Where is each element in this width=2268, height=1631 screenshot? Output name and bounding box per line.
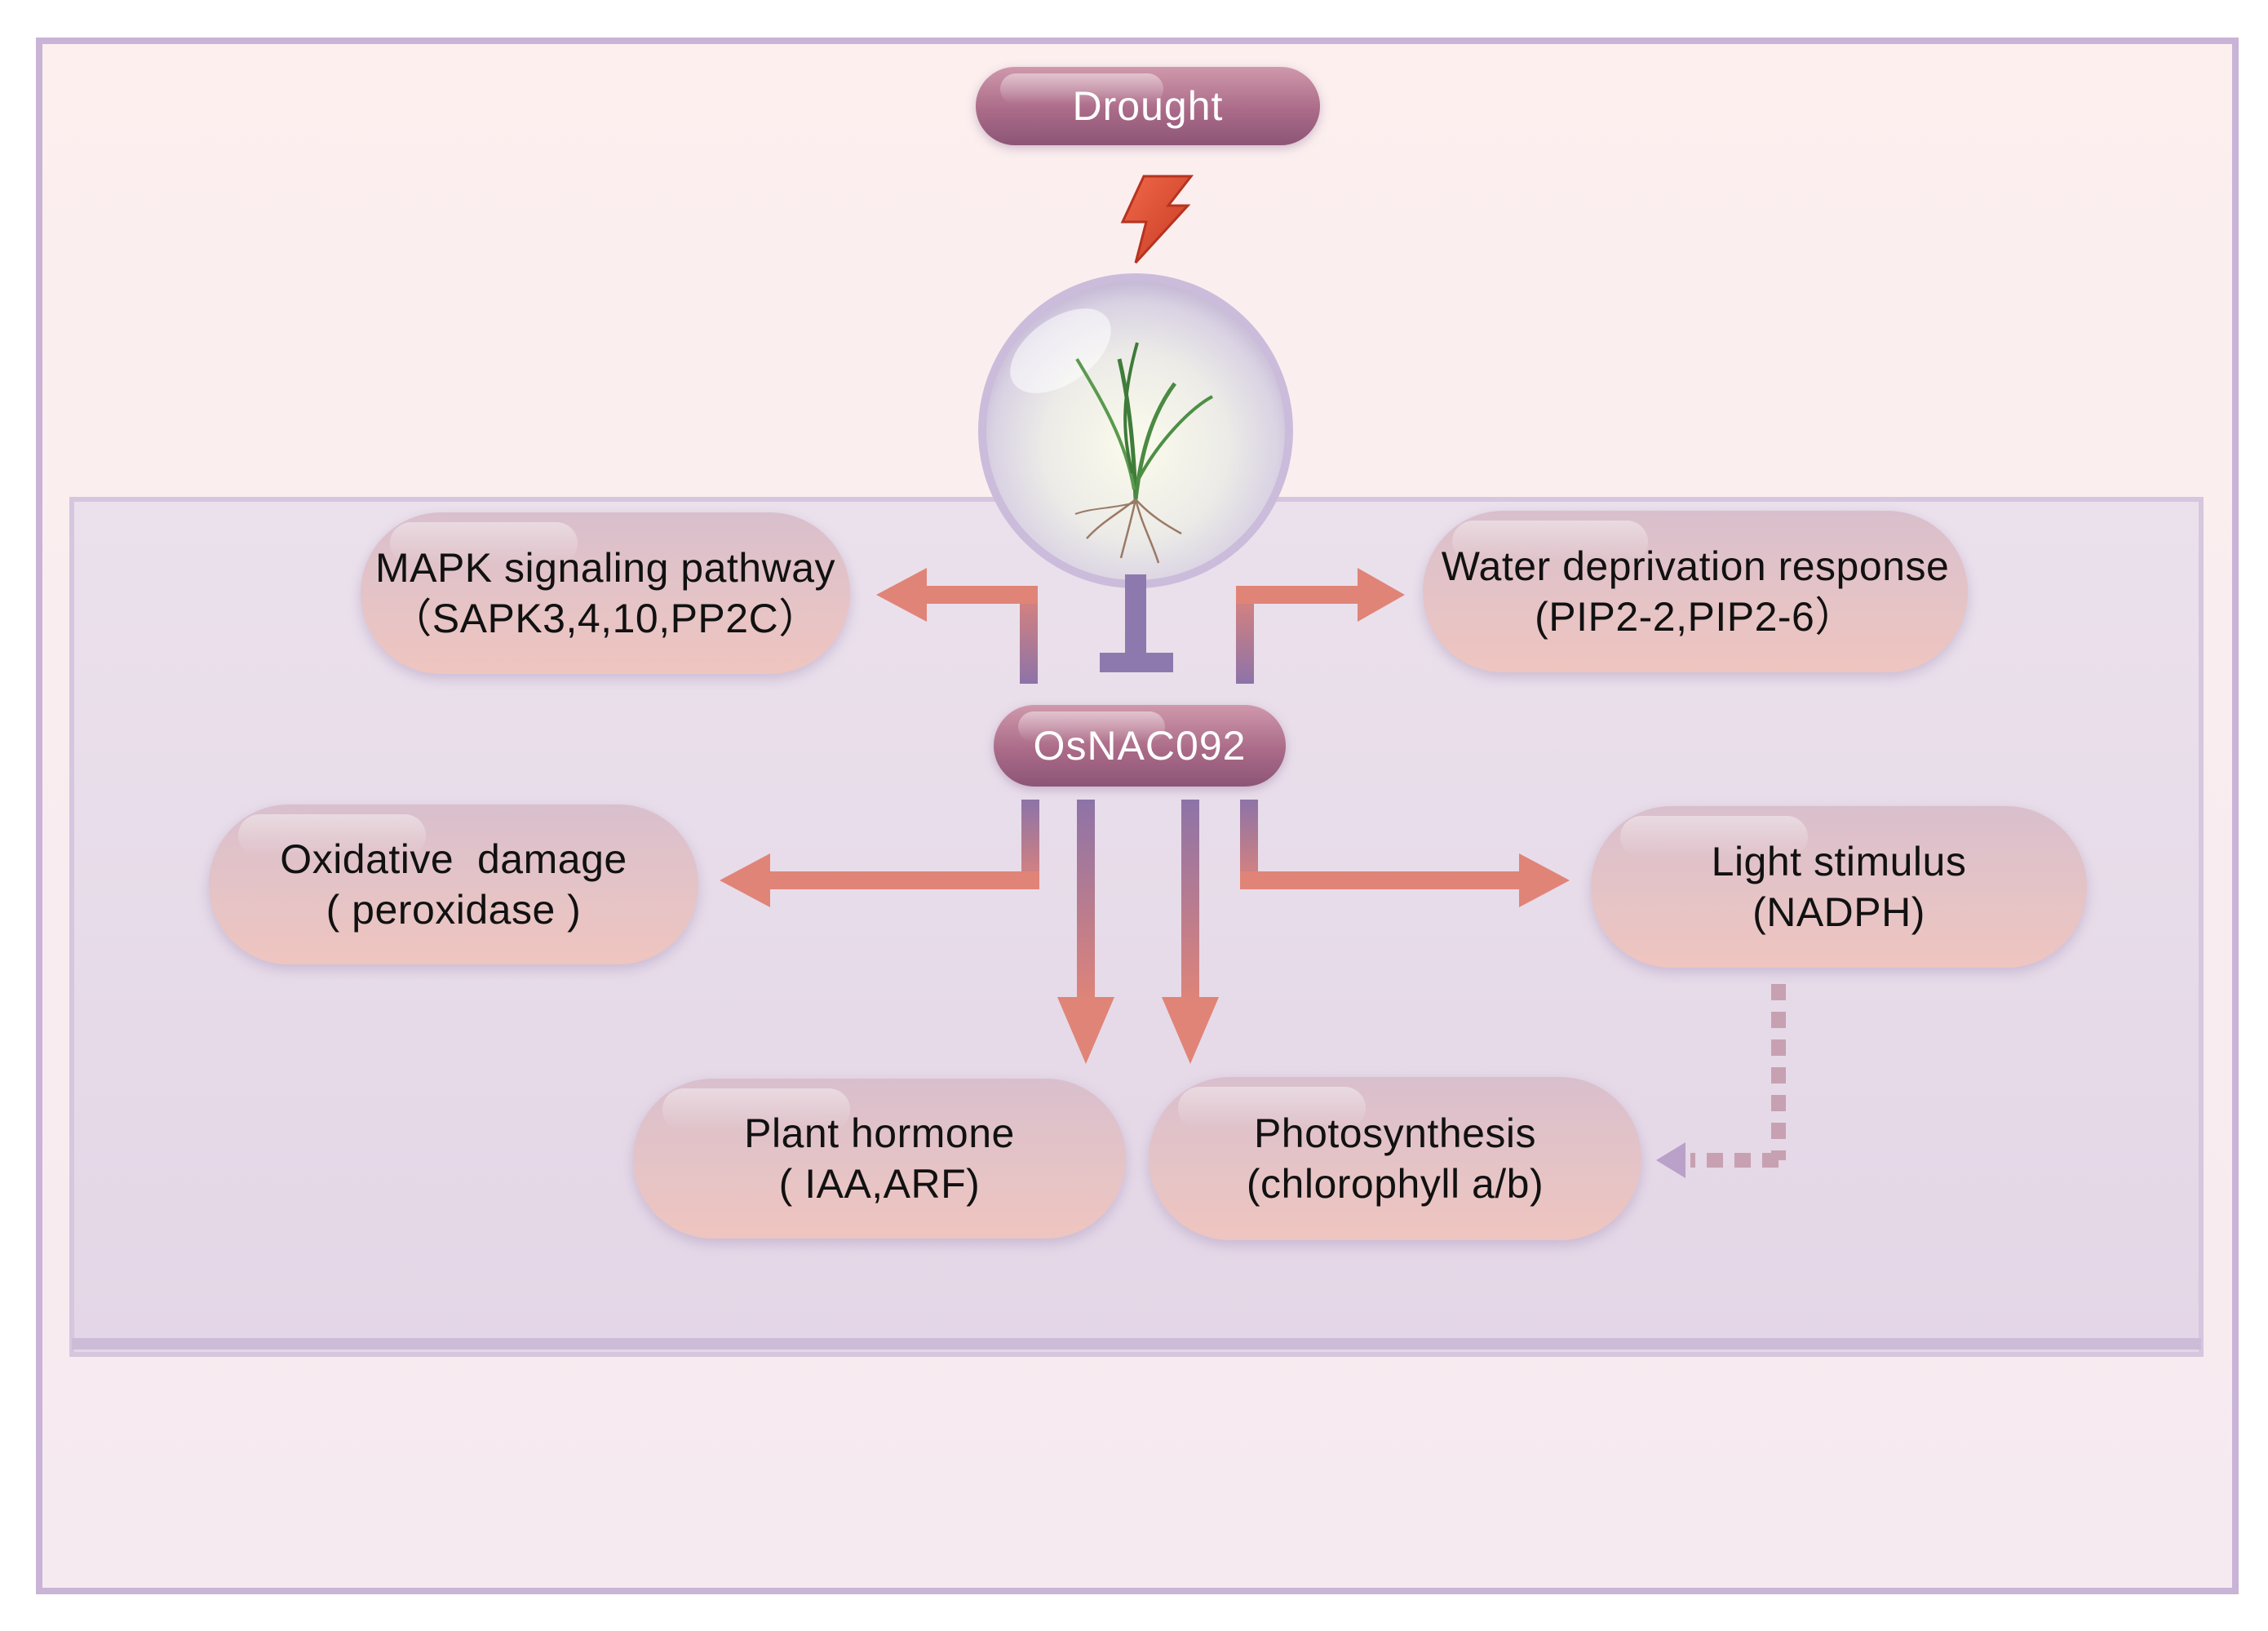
- oxidative-genes: ( peroxidase ): [326, 887, 582, 933]
- lightning-bolt-icon: [1120, 175, 1194, 264]
- drought-text: Drought: [1072, 83, 1224, 129]
- node-oxidative: [209, 804, 698, 964]
- arrow-to-mapk: [876, 568, 1038, 684]
- osnac092-label: OsNAC092: [994, 705, 1286, 787]
- arrow-to-water: [1236, 568, 1405, 684]
- node-water: [1423, 511, 1968, 672]
- drought-pill: [976, 67, 1320, 145]
- node-photosynthesis: [1149, 1077, 1641, 1240]
- light-label: Light stimulus (NADPH): [1591, 806, 2087, 968]
- light-title: Light stimulus: [1711, 839, 1967, 884]
- water-genes: (PIP2-2,PIP2-6）: [1535, 594, 1856, 640]
- photosynthesis-title: Photosynthesis: [1253, 1110, 1537, 1156]
- inhibition-bar: [1100, 574, 1173, 672]
- arrow-to-light: [1240, 800, 1570, 907]
- water-title: Water deprivation response: [1441, 543, 1950, 589]
- oxidative-label: Oxidative damage ( peroxidase ): [209, 804, 698, 964]
- oxidative-title: Oxidative damage: [280, 836, 627, 882]
- dotted-arrow-light-to-photosynthesis: [1656, 984, 1786, 1178]
- node-light: [1591, 806, 2087, 968]
- water-label: Water deprivation response (PIP2-2,PIP2-…: [1423, 511, 1968, 672]
- drought-label: Drought: [976, 67, 1320, 145]
- arrow-to-hormone: [1057, 800, 1114, 1064]
- node-hormone: [633, 1079, 1126, 1239]
- light-genes: (NADPH): [1752, 889, 1925, 935]
- hormone-genes: ( IAA,ARF): [778, 1161, 981, 1207]
- inner-panel-bottom-edge: [72, 1338, 2201, 1350]
- mapk-genes: （SAPK3,4,10,PP2C）: [391, 596, 820, 641]
- photosynthesis-label: Photosynthesis (chlorophyll a/b): [1149, 1077, 1641, 1240]
- hormone-title: Plant hormone: [744, 1110, 1015, 1156]
- mapk-title: MAPK signaling pathway: [374, 545, 836, 591]
- osnac092-text: OsNAC092: [1033, 723, 1247, 769]
- node-mapk: [361, 512, 850, 674]
- arrow-to-oxidative: [720, 800, 1039, 907]
- mapk-label: MAPK signaling pathway （SAPK3,4,10,PP2C）: [361, 512, 850, 674]
- rice-seedling-sphere-icon: [978, 273, 1293, 588]
- osnac092-pill: [994, 705, 1286, 787]
- photosynthesis-genes: (chlorophyll a/b): [1246, 1161, 1544, 1207]
- hormone-label: Plant hormone ( IAA,ARF): [633, 1079, 1126, 1239]
- arrow-to-photosynthesis: [1162, 800, 1219, 1064]
